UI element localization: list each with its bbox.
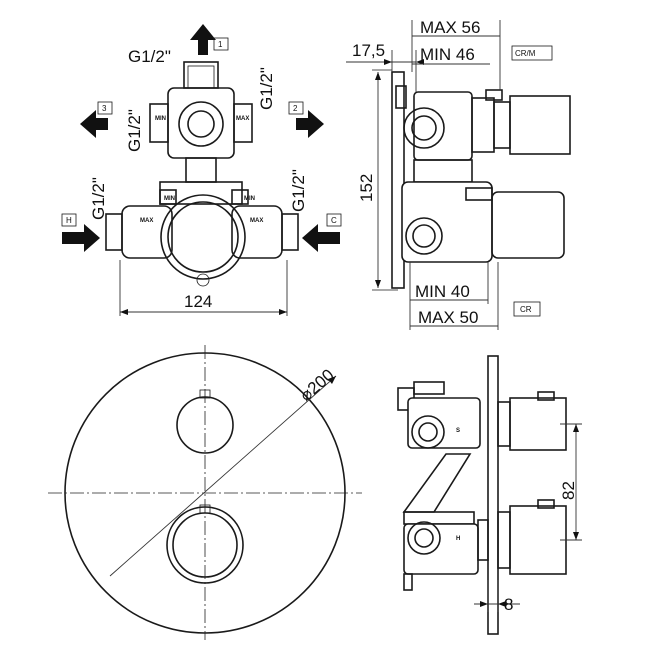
dimension-min-46: MIN 46 xyxy=(420,45,475,64)
dimension-min-40: MIN 40 xyxy=(415,282,470,301)
thermostatic-knob xyxy=(166,506,244,584)
cover-plate-front-view: ⌀200 xyxy=(48,345,362,640)
outlet-1-arrow xyxy=(190,24,216,55)
dimension-max-50: MAX 50 xyxy=(418,308,478,327)
thread-label-right-lower: G1/2" xyxy=(289,169,308,212)
thread-label-top-right: G1/2" xyxy=(257,67,276,110)
min-label: MIN xyxy=(164,196,175,202)
inlet-c-arrow xyxy=(302,224,340,252)
thread-label-top: G1/2" xyxy=(128,47,171,66)
max-label: MAX xyxy=(140,218,153,224)
port-c-label: C xyxy=(331,216,337,225)
assembly-side-view: S H 82 8 xyxy=(397,355,582,635)
h-mark: H xyxy=(456,536,460,542)
tag-cr: CR xyxy=(520,305,532,314)
dimension-max-56: MAX 56 xyxy=(420,18,480,37)
valve-side-view: 152 17,5 MAX 56 MIN 46 CR/M xyxy=(346,18,571,330)
thread-label-left-lower: G1/2" xyxy=(89,177,108,220)
dimension-152: 152 xyxy=(357,174,376,202)
inlet-h-arrow xyxy=(62,224,100,252)
diverter-knob xyxy=(176,396,234,454)
min-label: MIN xyxy=(155,116,166,122)
dimension-124: 124 xyxy=(184,292,212,311)
thread-label-left-upper: G1/2" xyxy=(125,109,144,152)
dimension-8: 8 xyxy=(504,595,513,614)
min-label: MIN xyxy=(244,196,255,202)
max-label: MAX xyxy=(236,116,249,122)
port-2-label: 2 xyxy=(293,104,298,113)
port-h-label: H xyxy=(66,216,72,225)
dimension-82: 82 xyxy=(559,481,578,500)
outlet-3-arrow xyxy=(80,110,108,138)
outlet-2-arrow xyxy=(296,110,324,138)
tag-cr-m: CR/M xyxy=(515,49,536,58)
dimension-17-5: 17,5 xyxy=(352,41,385,60)
port-1-label: 1 xyxy=(218,40,223,49)
port-3-label: 3 xyxy=(102,104,107,113)
s-mark: S xyxy=(456,428,460,434)
dimension-diameter-200: ⌀200 xyxy=(296,365,338,405)
max-label: MAX xyxy=(250,218,263,224)
valve-front-view: MIN MAX MIN MAX MIN MAX 1 3 2 H C G1/2" … xyxy=(61,24,342,316)
